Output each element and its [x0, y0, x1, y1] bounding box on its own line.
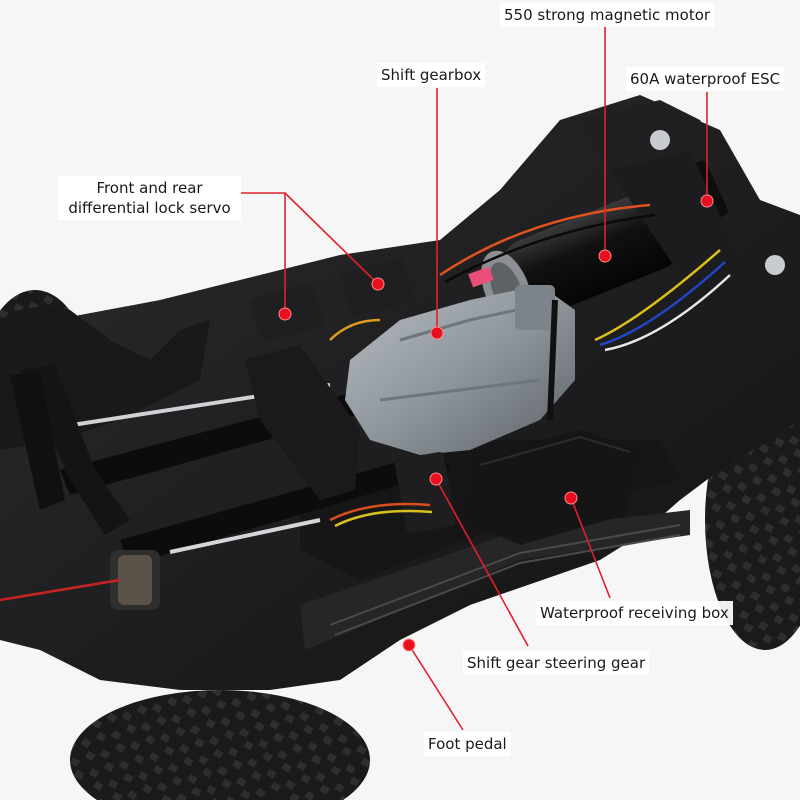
marker-esc — [700, 194, 714, 208]
leader-receiver — [570, 497, 611, 599]
label-shift-servo: Shift gear steering gear — [463, 651, 650, 675]
marker-pedal — [402, 638, 416, 652]
marker-gearbox — [430, 326, 444, 340]
marker-motor — [598, 249, 612, 263]
label-gearbox: Shift gearbox — [377, 63, 486, 87]
label-pedal: Foot pedal — [424, 732, 511, 756]
receiver-box — [465, 430, 640, 545]
marker-shift-servo — [429, 472, 443, 486]
label-receiver: Waterproof receiving box — [536, 601, 733, 625]
foot-pedal-rail — [300, 510, 690, 650]
shift-servo — [394, 452, 456, 533]
label-esc: 60A waterproof ESC — [626, 67, 785, 91]
leader-pedal — [408, 644, 464, 731]
label-diff-lock-servo-line2: differential lock servo — [68, 199, 231, 217]
marker-servo-rear — [371, 277, 385, 291]
label-motor: 550 strong magnetic motor — [500, 3, 715, 27]
leader-shift-servo — [435, 478, 529, 647]
marker-servo-front — [278, 307, 292, 321]
marker-receiver — [564, 491, 578, 505]
markers — [278, 194, 714, 652]
leader-lines — [240, 25, 708, 731]
front-suspension-link — [20, 365, 130, 535]
rear-left-tire — [70, 690, 370, 800]
label-diff-lock-servo-line1: Front and rear — [96, 179, 203, 197]
wires — [0, 203, 731, 602]
label-diff-lock-servo: Front and rear differential lock servo — [58, 176, 241, 220]
